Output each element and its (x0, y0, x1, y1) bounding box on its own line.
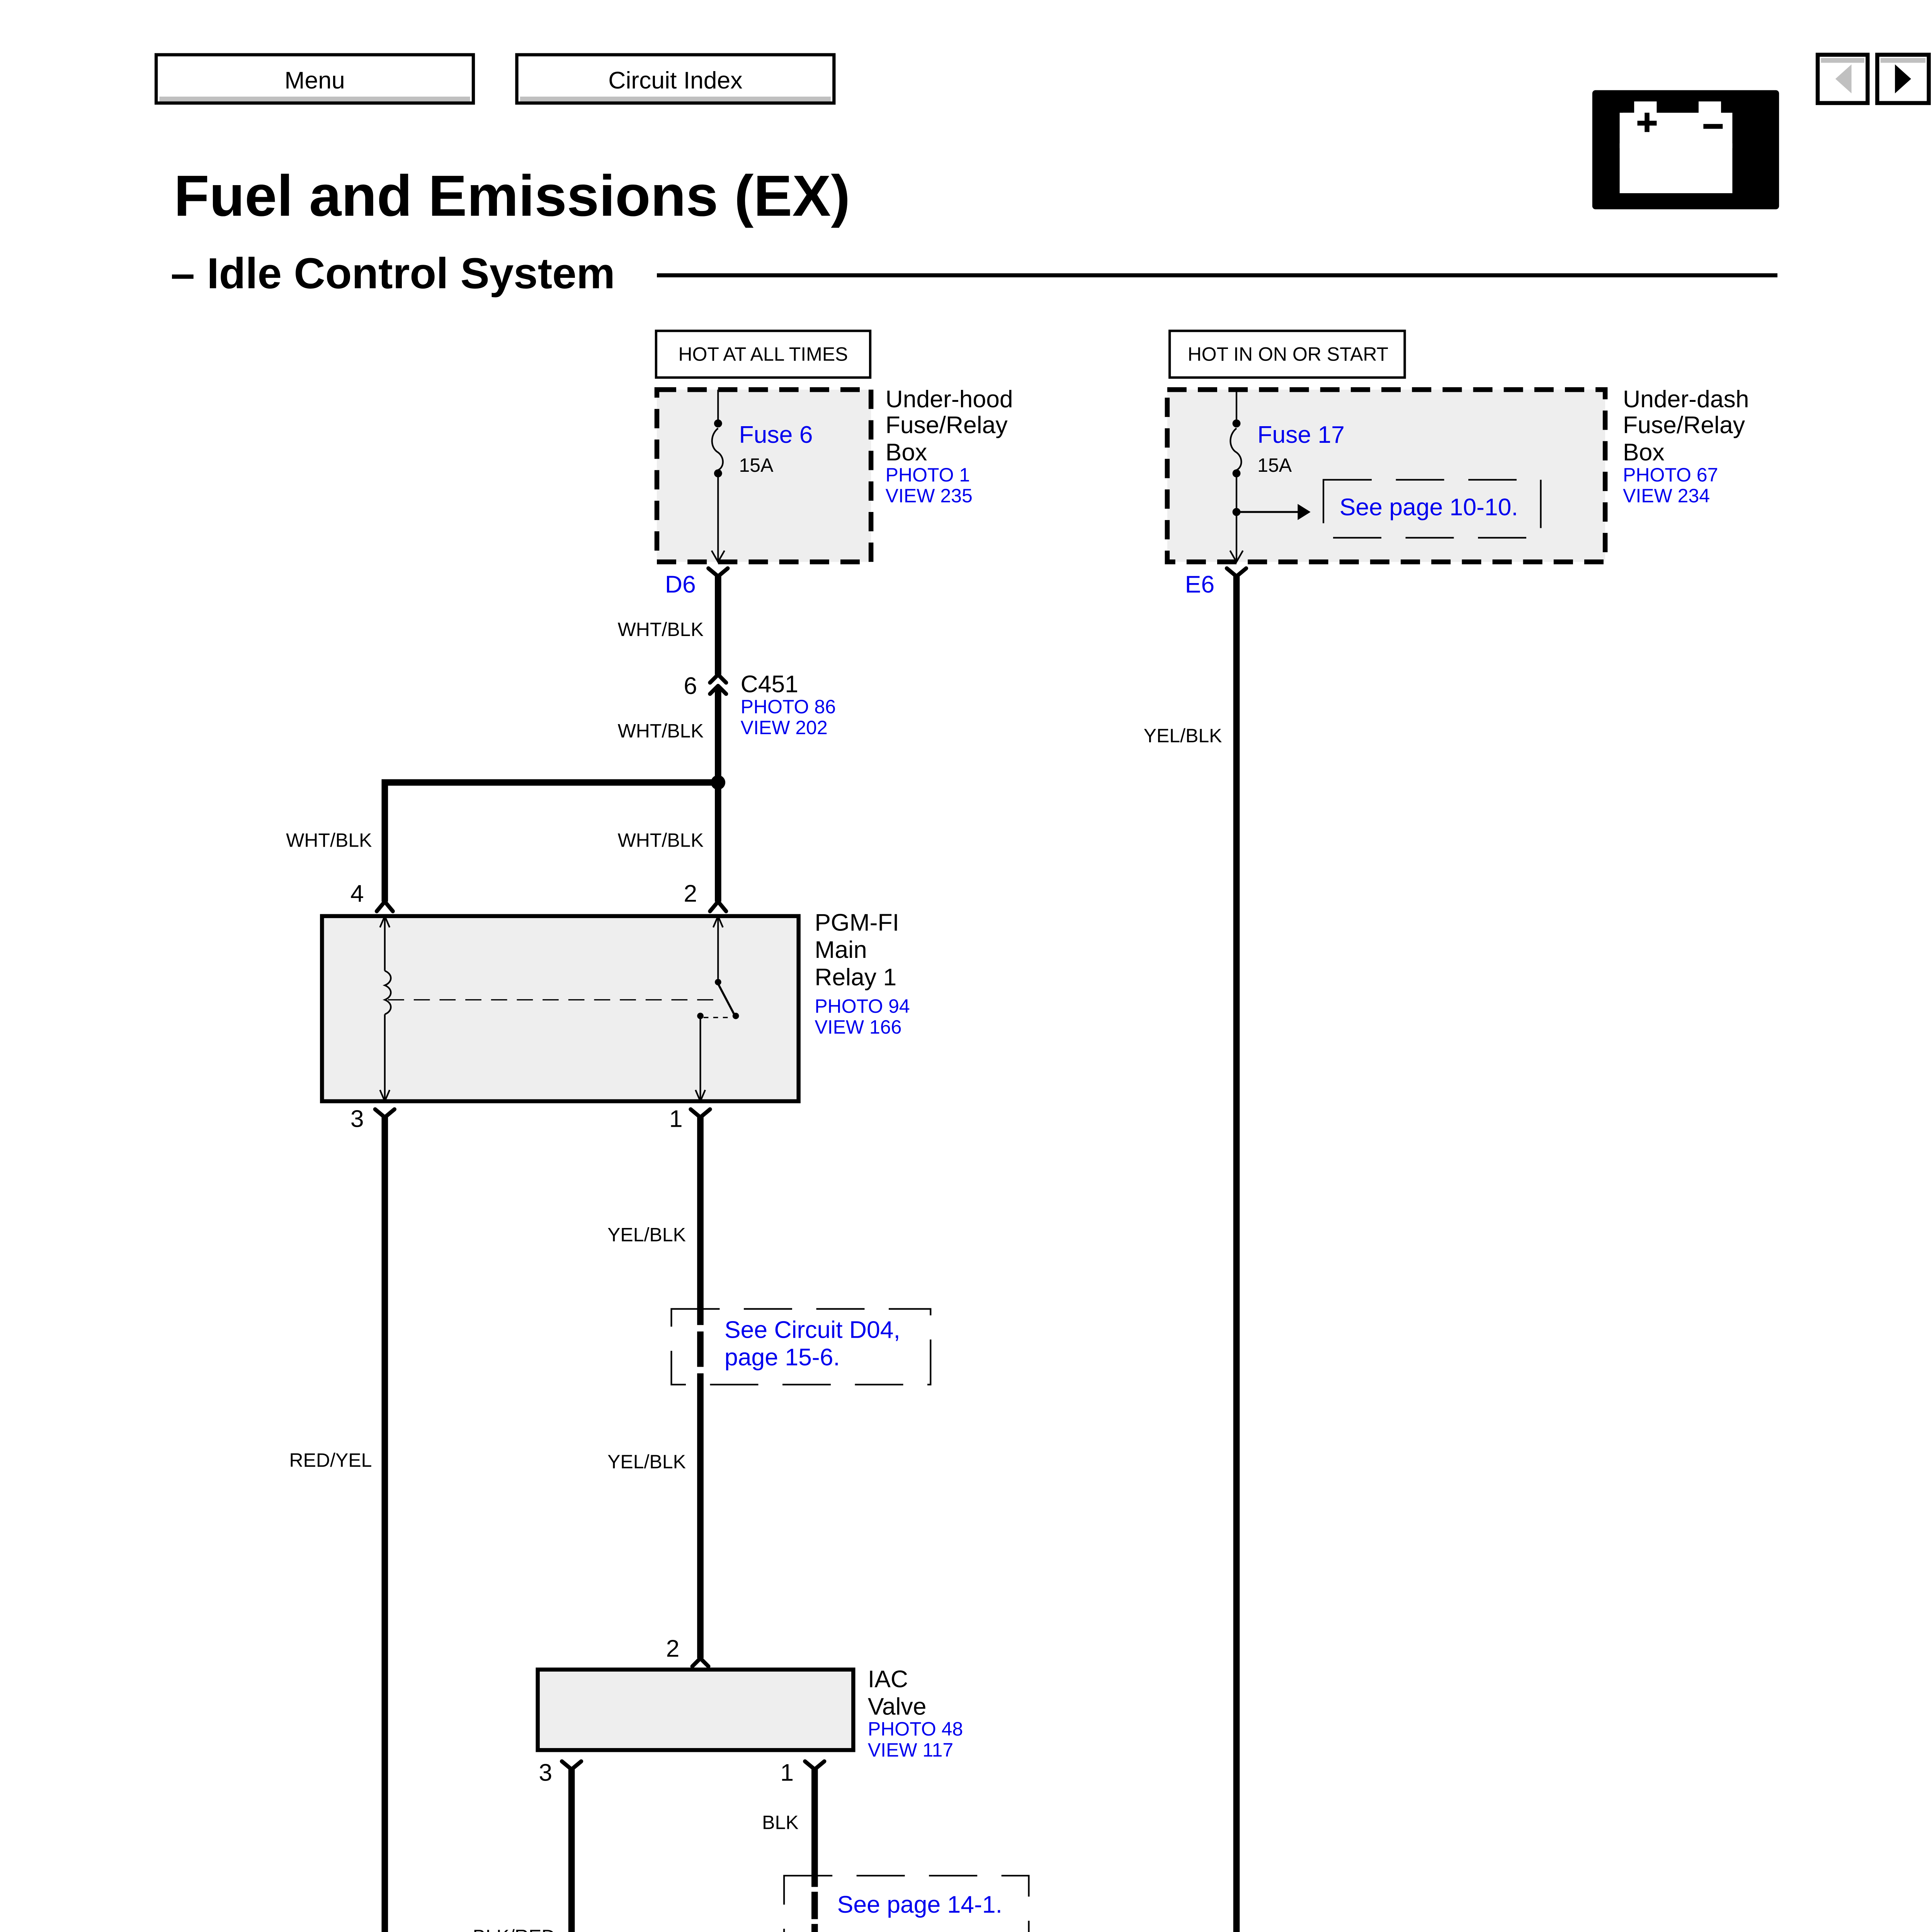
svg-text:HOT IN ON OR START: HOT IN ON OR START (1188, 343, 1388, 365)
see-page-10-10-link[interactable]: See page 10-10. (1322, 479, 1542, 539)
battery-icon (1592, 90, 1779, 209)
iac-name-1: IAC (868, 1666, 908, 1693)
c451-view-link[interactable]: VIEW 202 (741, 717, 828, 738)
relay-switch-contact-icon (717, 983, 735, 1015)
connector-pin1-icon (689, 1107, 712, 1119)
relay-pin-2: 2 (684, 880, 697, 907)
relay-pin-1: 1 (669, 1105, 683, 1133)
see-page-14-1-text: See page 14-1. (837, 1891, 1002, 1918)
circuit-index-button-top-label: Circuit Index (608, 67, 742, 94)
prev-page-button-top[interactable] (1815, 53, 1870, 105)
under-hood-box-name-3: Box (886, 439, 927, 466)
relay-pin-3: 3 (350, 1105, 364, 1133)
under-dash-box-name-1: Under-dash (1623, 386, 1749, 413)
fuse-17-label[interactable]: Fuse 17 (1257, 421, 1345, 448)
under-dash-view-link[interactable]: VIEW 234 (1623, 485, 1710, 507)
svg-text:HOT AT ALL TIMES: HOT AT ALL TIMES (678, 343, 848, 365)
wire-label-blk-upper: BLK (762, 1811, 799, 1833)
under-hood-box-name-1: Under-hood (886, 386, 1013, 413)
connector-pin4-icon (374, 900, 395, 913)
wire-label-e6-e9: YEL/BLK (1144, 725, 1222, 747)
under-dash-box-name-3: Box (1623, 439, 1665, 466)
hot-at-all-times-label-box: HOT AT ALL TIMES (655, 330, 872, 379)
wire-label-yel-blk-upper: YEL/BLK (607, 1224, 686, 1245)
under-dash-photo-link[interactable]: PHOTO 67 (1623, 464, 1718, 486)
next-page-button-top[interactable] (1875, 53, 1931, 105)
under-hood-view-link[interactable]: VIEW 235 (886, 485, 973, 507)
iac-pin-1: 1 (780, 1759, 794, 1786)
connector-iac-pin3-icon (560, 1759, 583, 1772)
connector-d6-icon (706, 566, 730, 578)
relay-view-link[interactable]: VIEW 166 (815, 1016, 901, 1038)
relay-coil-icon (383, 970, 392, 1015)
connector-pin2-icon (708, 900, 728, 913)
pgm-fi-main-relay-1[interactable] (320, 914, 801, 1104)
iac-valve[interactable] (536, 1667, 855, 1752)
see-circuit-d04-line1: See Circuit D04, (724, 1316, 900, 1344)
relay-name-2: Main (815, 936, 867, 963)
terminal-d6: D6 (665, 571, 696, 598)
wire-label-pin4: WHT/BLK (286, 830, 372, 851)
connector-iac-pin2-icon (690, 1656, 711, 1668)
relay-photo-link[interactable]: PHOTO 94 (815, 995, 910, 1017)
iac-name-2: Valve (868, 1693, 927, 1720)
fuse-6-rating: 15A (739, 454, 774, 476)
wire-wht-blk-to-pin4 (381, 779, 718, 902)
circuit-index-button-top[interactable]: Circuit Index (515, 53, 836, 105)
see-page-10-10-text: See page 10-10. (1340, 493, 1518, 520)
wire-label-red-yel: RED/YEL (289, 1449, 372, 1471)
relay-name-1: PGM-FI (815, 909, 899, 936)
relay-pin-4: 4 (350, 880, 364, 907)
wire-label-c451-junction: WHT/BLK (618, 720, 704, 742)
wire-label-yel-blk-lower: YEL/BLK (607, 1451, 686, 1473)
c451-pin-number: 6 (684, 672, 697, 699)
triangle-right-icon (1895, 64, 1911, 94)
menu-button-top-label: Menu (284, 67, 345, 94)
connector-iac-pin1-icon (803, 1759, 827, 1772)
wire-label-pin2: WHT/BLK (618, 830, 704, 851)
iac-view-link[interactable]: VIEW 117 (868, 1739, 953, 1761)
fuse-6-label[interactable]: Fuse 6 (739, 421, 813, 448)
arrow-right-icon (1298, 504, 1311, 520)
under-dash-fuse-relay-box[interactable] (1165, 387, 1608, 565)
relay-name-3: Relay 1 (815, 964, 896, 991)
c451-name: C451 (741, 671, 798, 698)
connector-pin3-icon (373, 1107, 397, 1119)
wire-label-d6-c451: WHT/BLK (618, 619, 704, 640)
page-subtitle: – Idle Control System (171, 249, 615, 298)
menu-button-top[interactable]: Menu (155, 53, 475, 105)
fuse-17-icon (1230, 427, 1242, 471)
c451-photo-link[interactable]: PHOTO 86 (741, 696, 836, 718)
iac-pin-2: 2 (666, 1635, 680, 1662)
under-dash-box-name-2: Fuse/Relay (1623, 412, 1745, 439)
under-hood-fuse-relay-box[interactable] (654, 387, 874, 565)
see-circuit-d04-link[interactable]: See Circuit D04, page 15-6. (670, 1308, 932, 1386)
fuse-6-icon (711, 427, 724, 471)
triangle-left-icon (1835, 64, 1852, 94)
see-page-14-1-link[interactable]: See page 14-1. (783, 1875, 1030, 1932)
see-circuit-d04-line2: page 15-6. (724, 1344, 840, 1371)
iac-pin-3: 3 (539, 1759, 552, 1786)
connector-e6-icon (1225, 566, 1248, 578)
iac-photo-link[interactable]: PHOTO 48 (868, 1718, 963, 1740)
page-title: Fuel and Emissions (EX) (174, 163, 850, 228)
terminal-e6: E6 (1185, 571, 1214, 598)
connector-c451-icon (708, 672, 728, 696)
fuse-17-rating: 15A (1257, 454, 1292, 476)
hot-in-on-or-start-label-box: HOT IN ON OR START (1168, 330, 1406, 379)
under-hood-box-name-2: Fuse/Relay (886, 412, 1008, 439)
under-hood-photo-link[interactable]: PHOTO 1 (886, 464, 970, 486)
wire-label-blk-red: BLK/RED (473, 1926, 556, 1932)
